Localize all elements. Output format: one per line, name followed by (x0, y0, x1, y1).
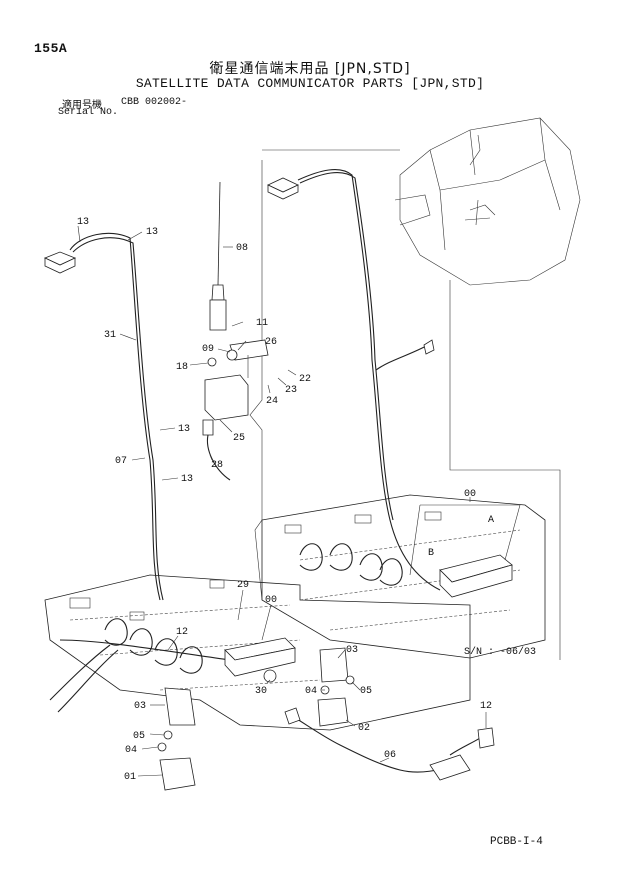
detail-border-left (249, 160, 263, 601)
serial-label-japanese: 適用号機 (62, 100, 102, 111)
part-12-right (477, 727, 495, 749)
callout-25: 25 (233, 433, 245, 444)
page-title-english: SATELLITE DATA COMMUNICATOR PARTS [JPN,S… (135, 76, 485, 91)
callout-07: 07 (115, 456, 127, 467)
callout-05-left: 05 (133, 731, 145, 742)
callout-04-right: 04 (305, 686, 317, 697)
serial-label-english: Serial No. (58, 107, 119, 118)
left-antenna-pad (43, 251, 77, 274)
clip-loops-right (299, 543, 403, 586)
callout-leaders (77, 225, 521, 777)
callout-23: 23 (285, 385, 297, 396)
callout-13-a: 13 (77, 217, 89, 228)
part-30-clamp (263, 669, 277, 683)
page-title-japanese: 衛星通信端末用品 [JPN,STD] (209, 61, 411, 77)
callout-31: 31 (104, 330, 116, 341)
clip-loops-left (104, 618, 203, 674)
callout-04-left: 04 (125, 745, 137, 756)
left-harness-31-b (72, 237, 164, 601)
callout-labels: 13 13 08 31 11 09 26 18 22 23 24 13 25 0… (77, 217, 494, 783)
left-main-cable (59, 639, 231, 661)
callout-A: A (488, 515, 494, 526)
machine-cab-sketch (394, 117, 581, 286)
connector-end (423, 339, 435, 355)
callout-B: B (428, 548, 434, 559)
callout-24: 24 (266, 396, 278, 407)
serial-value: CBB 002002- (121, 97, 188, 108)
left-floor-plate (44, 574, 471, 731)
cable-06-end-a (284, 707, 301, 725)
callout-11: 11 (256, 318, 268, 329)
communicator-unit-right (439, 554, 513, 598)
callout-12-right: 12 (480, 701, 492, 712)
callout-28: 28 (211, 460, 223, 471)
communicator-unit-left (224, 637, 296, 677)
detail-border-right (449, 280, 561, 660)
bolt-04-left (157, 742, 167, 752)
right-branch-cable (375, 344, 429, 371)
callout-03-right: 03 (346, 645, 358, 656)
page-number: 155A (34, 41, 68, 56)
callout-18: 18 (176, 362, 188, 373)
callout-05-right: 05 (360, 686, 372, 697)
callout-03-left: 03 (134, 701, 146, 712)
nut-05-left (163, 730, 173, 740)
cable-06 (289, 714, 456, 773)
cable-06-end-b (429, 754, 471, 781)
right-harness-b (299, 172, 394, 521)
callout-22: 22 (299, 374, 311, 385)
callout-00-left: 00 (265, 595, 277, 606)
bracket-02 (317, 697, 349, 727)
callout-08: 08 (236, 243, 248, 254)
document-code: PCBB-I-4 (490, 836, 543, 848)
callout-26: 26 (265, 337, 277, 348)
callout-13-b: 13 (146, 227, 158, 238)
left-loose-cables (49, 644, 119, 713)
callout-06: 06 (384, 750, 396, 761)
callout-09: 09 (202, 344, 214, 355)
callout-13-c: 13 (178, 424, 190, 435)
right-harness (297, 169, 441, 591)
bracket-01 (159, 757, 196, 791)
antenna-cable (206, 434, 231, 481)
callout-29: 29 (237, 580, 249, 591)
callout-01: 01 (124, 772, 136, 783)
callout-30: 30 (255, 686, 267, 697)
bracket-03-left (164, 687, 196, 726)
right-antenna-pad (267, 177, 299, 200)
serial-range-note: S/N : -06/03 (464, 647, 537, 658)
antenna-bracket (202, 339, 269, 436)
left-harness-31 (69, 232, 161, 601)
callout-00-right: 00 (464, 489, 476, 500)
callout-02: 02 (358, 723, 370, 734)
callout-12-left: 12 (176, 627, 188, 638)
satellite-antenna (209, 181, 227, 331)
callout-13-d: 13 (181, 474, 193, 485)
bracket-03-right (319, 647, 349, 683)
